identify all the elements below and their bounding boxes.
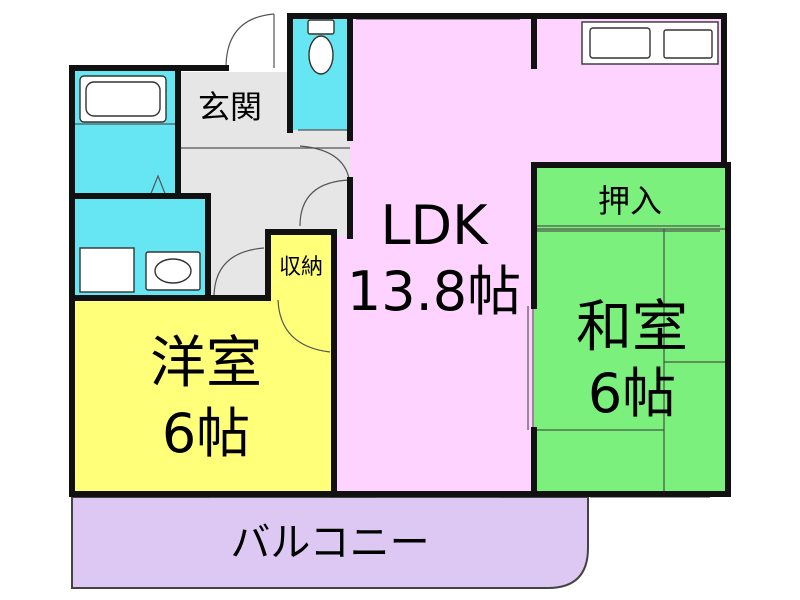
walls [69,13,731,497]
balcony-label: バルコニー [230,520,429,566]
entrance-label: 玄関 [198,88,262,126]
ldk-size: 13.8帖 [347,260,521,323]
western-room-size: 6帖 [162,402,250,465]
japanese-room-label: 和室 [576,295,688,360]
western-room-label: 洋室 [150,331,262,396]
ldk-label: LDK [380,194,489,257]
storage-label: 収納 [279,255,323,280]
oshiire-area [534,165,728,229]
ldk-area [336,16,724,494]
tatami-lines [534,228,728,494]
toilet-icon [307,19,335,75]
bathtub-icon [79,75,167,123]
oshiire-label: 押入 [598,182,662,220]
washbasin-icon [145,251,201,291]
western-room-area [72,298,336,494]
balcony-area [71,496,589,589]
storage-area [268,232,334,298]
kitchen-sink-icon [589,27,651,59]
japanese-room-size: 6帖 [588,362,676,425]
interior-lines [72,123,350,149]
washing-machine-space [79,247,135,293]
stove-icon [663,29,713,59]
